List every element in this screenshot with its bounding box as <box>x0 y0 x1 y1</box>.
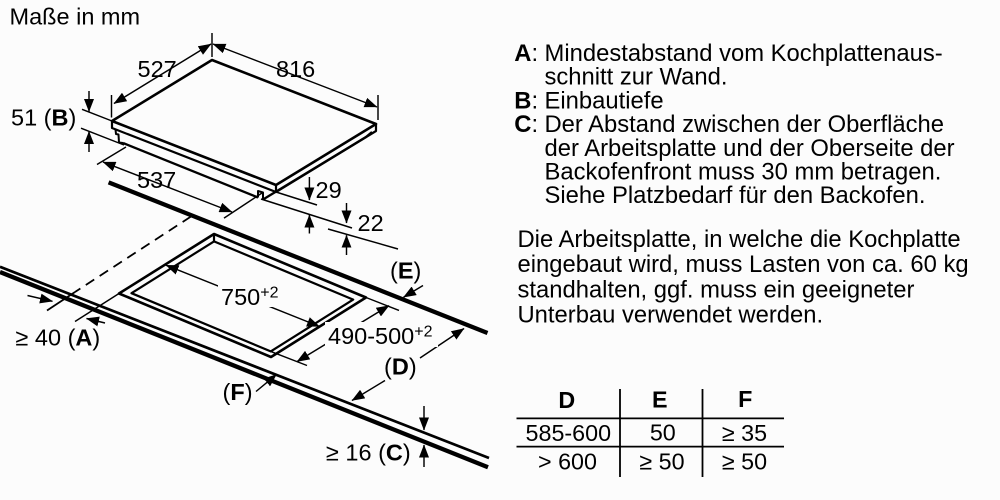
svg-text:A:: A: <box>514 40 538 67</box>
svg-text:≥ 40 (A): ≥ 40 (A) <box>16 325 101 351</box>
svg-text:≥ 16 (C): ≥ 16 (C) <box>326 440 411 466</box>
svg-text:der Arbeitsplatte und der Ober: der Arbeitsplatte und der Oberseite der <box>545 135 955 162</box>
svg-text:22: 22 <box>358 210 384 236</box>
svg-text:F: F <box>738 386 752 412</box>
svg-text:Der Abstand zwischen der Oberf: Der Abstand zwischen der Oberfläche <box>545 111 944 138</box>
svg-text:standhalten, ggf. muss ein gee: standhalten, ggf. muss ein geeigneter <box>518 276 915 303</box>
svg-text:537: 537 <box>137 167 176 193</box>
svg-text:51 (B): 51 (B) <box>11 105 76 131</box>
svg-text:≥ 50: ≥ 50 <box>639 449 684 475</box>
svg-text:schnitt zur Wand.: schnitt zur Wand. <box>545 64 728 91</box>
svg-text:≥ 35: ≥ 35 <box>722 420 767 446</box>
svg-text:C:: C: <box>514 111 538 138</box>
svg-text:(F): (F) <box>223 379 253 405</box>
svg-text:Unterbau verwendet werden.: Unterbau verwendet werden. <box>518 302 824 329</box>
svg-text:Mindestabstand vom Kochplatten: Mindestabstand vom Kochplattenaus- <box>545 40 943 67</box>
svg-text:Backofenfront muss 30 mm betra: Backofenfront muss 30 mm betragen. <box>545 159 942 186</box>
svg-text:eingebaut wird, muss Lasten vo: eingebaut wird, muss Lasten von ca. 60 k… <box>518 251 969 278</box>
svg-text:750+2: 750+2 <box>221 284 279 310</box>
svg-text:Siehe Platzbedarf für den Back: Siehe Platzbedarf für den Backofen. <box>545 182 926 209</box>
svg-text:816: 816 <box>276 56 315 82</box>
svg-text:(E): (E) <box>390 258 421 284</box>
svg-text:D: D <box>558 387 575 413</box>
svg-text:B:: B: <box>514 87 538 114</box>
svg-text:29: 29 <box>316 177 342 203</box>
svg-text:Maße in mm: Maße in mm <box>10 4 141 30</box>
svg-text:> 600: > 600 <box>538 449 597 475</box>
svg-text:(D): (D) <box>384 354 417 380</box>
svg-text:585-600: 585-600 <box>526 420 612 446</box>
svg-text:E: E <box>652 387 668 413</box>
svg-text:50: 50 <box>650 420 676 446</box>
svg-text:527: 527 <box>138 56 177 82</box>
svg-text:≥ 50: ≥ 50 <box>722 449 767 475</box>
svg-text:Die Arbeitsplatte, in welche d: Die Arbeitsplatte, in welche die Kochpla… <box>518 226 961 253</box>
svg-text:Einbautiefe: Einbautiefe <box>545 87 664 114</box>
